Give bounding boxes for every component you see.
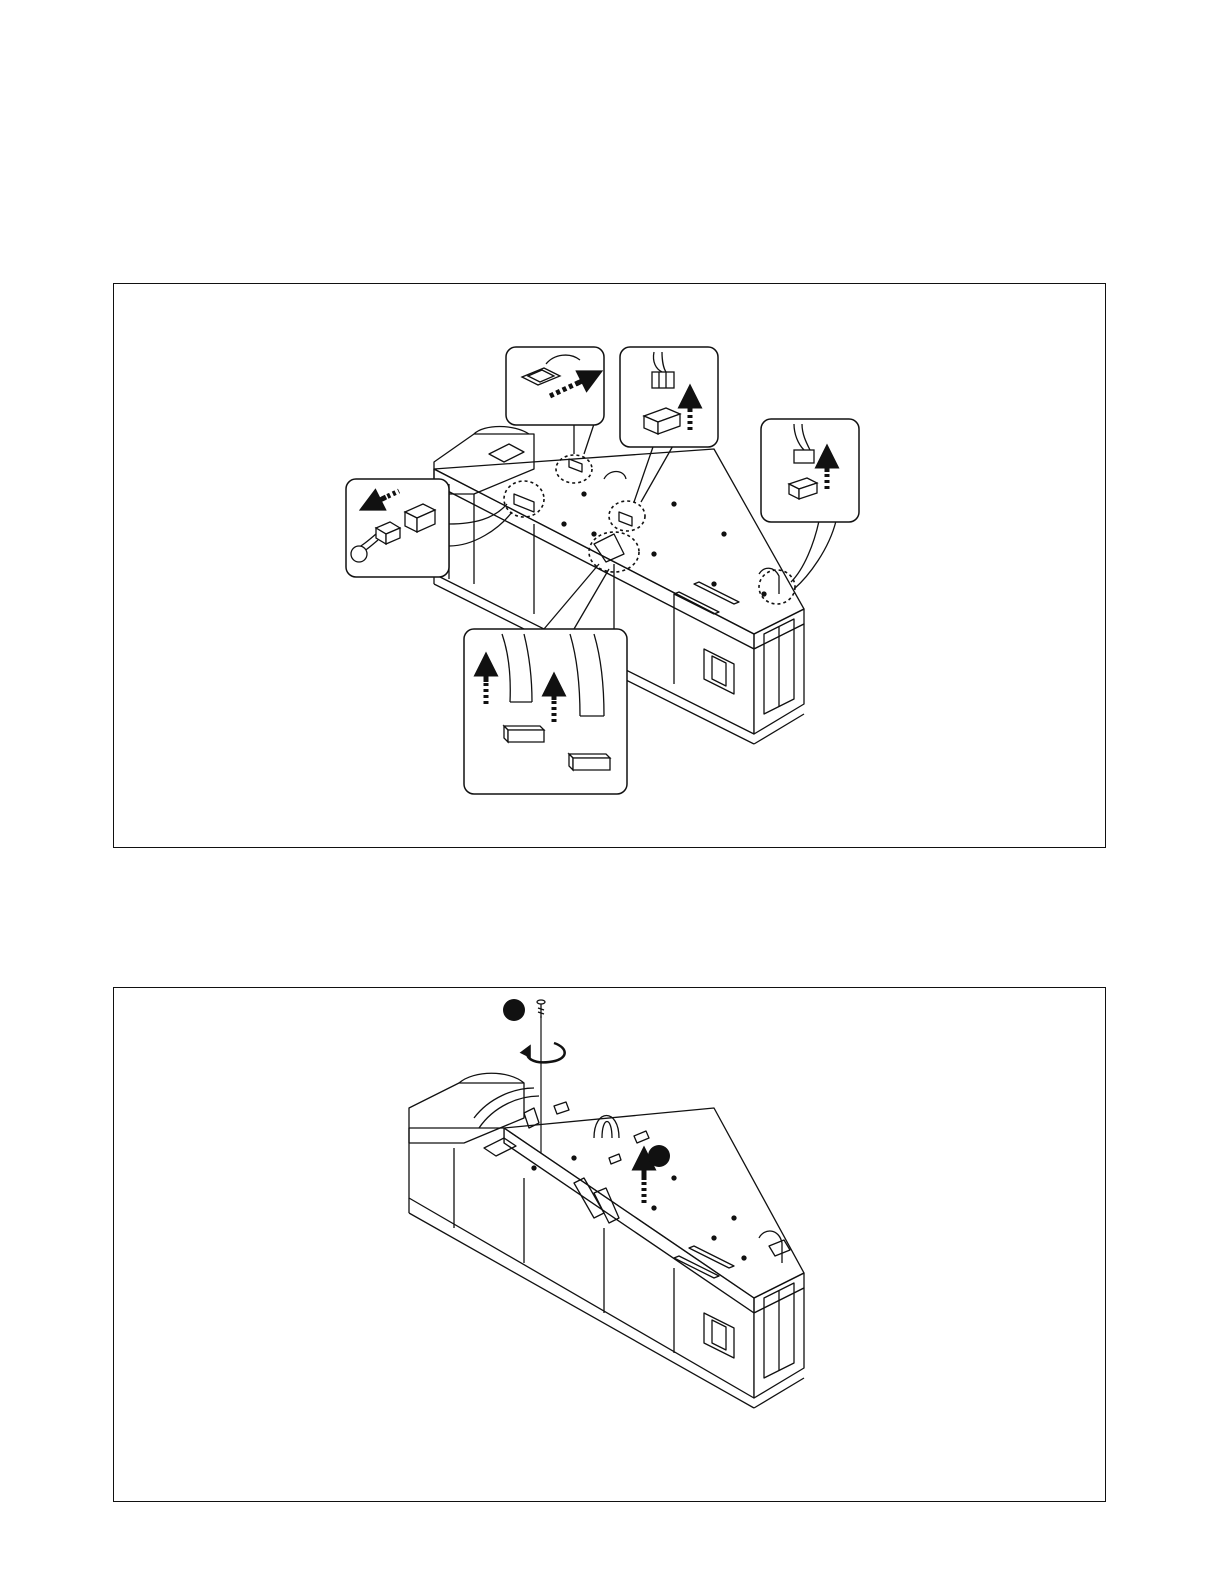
- figure-2-board-removal: [113, 987, 1106, 1502]
- unscrew-rotation-arrow-icon: [527, 1043, 565, 1062]
- figure-1-connector-disconnection: [113, 283, 1106, 848]
- step-marker-lift: [648, 1145, 670, 1167]
- screw-icon: [537, 1000, 545, 1018]
- callout-wire-connector-left: [346, 479, 449, 577]
- callout-ribbon-cables: [464, 629, 627, 794]
- figure-2-drawing: [114, 988, 1107, 1503]
- figure-1-drawing: [114, 284, 1107, 849]
- callout-flat-cable-connector: [506, 347, 604, 425]
- main-unit-assembly: [409, 1016, 804, 1408]
- step-marker-screw: [503, 999, 525, 1021]
- callout-wire-connector-top: [620, 347, 718, 447]
- callout-wire-connector-right: [761, 419, 859, 522]
